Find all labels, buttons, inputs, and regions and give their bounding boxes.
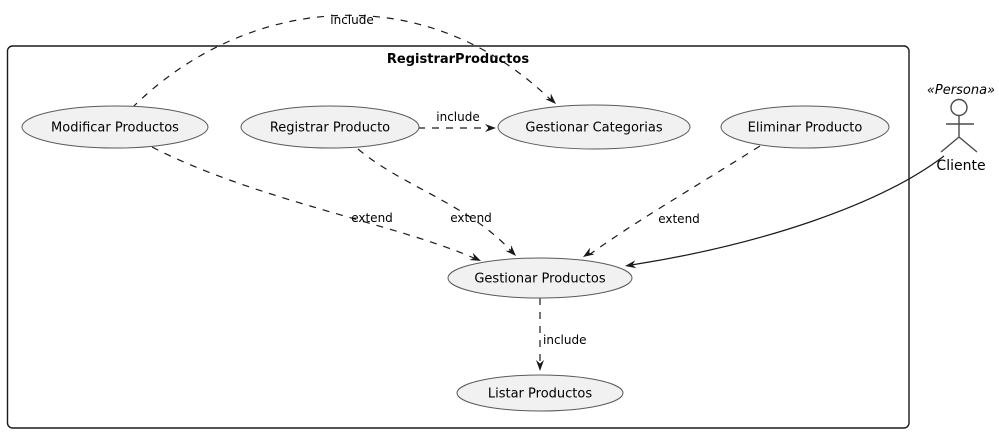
arrowhead-icon (625, 260, 637, 269)
edge-gestionar-include-listar: include (536, 298, 586, 371)
usecase-modificar-productos: Modificar Productos (21, 105, 209, 149)
actor-stereotype: «Persona» (927, 83, 995, 98)
edge-label-extend: extend (450, 211, 492, 225)
edge-modificar-extend-gestionar: extend (151, 146, 481, 261)
usecase-label: Modificar Productos (51, 121, 179, 136)
usecase-label: Gestionar Categorias (525, 121, 662, 136)
usecase-gestionar-productos: Gestionar Productos (447, 257, 633, 299)
edge-label-include: include (543, 333, 586, 347)
arrowhead-icon (485, 124, 496, 132)
usecase-eliminar-producto: Eliminar Producto (720, 105, 890, 149)
usecase-label: Listar Productos (488, 387, 592, 402)
actor-head (950, 98, 968, 117)
arrowhead-icon (469, 252, 481, 261)
arrowhead-icon (545, 93, 556, 104)
usecase-label: Eliminar Producto (748, 121, 863, 136)
edge-eliminar-extend-gestionar: extend (583, 145, 761, 257)
edge-label-extend: extend (351, 211, 393, 225)
actor-name: Cliente (936, 158, 985, 174)
usecase-label: Registrar Producto (270, 121, 390, 136)
edge-cliente-gestionar (625, 155, 945, 269)
actor-cliente: «Persona» Cliente (927, 83, 995, 174)
edge-label-include: include (436, 110, 479, 124)
system-boundary (6, 45, 910, 429)
actor-body (940, 116, 978, 153)
usecase-label: Gestionar Productos (474, 272, 606, 287)
edge-label-extend: extend (658, 212, 700, 226)
usecase-registrar-producto: Registrar Producto (240, 105, 420, 149)
arrowhead-icon (583, 247, 595, 257)
edge-registrar-extend-gestionar: extend (357, 148, 516, 256)
edge-modificar-include-categorias: include (131, 13, 556, 109)
usecase-listar-productos: Listar Productos (456, 374, 624, 412)
arrowhead-icon (505, 245, 516, 256)
arrowhead-icon (536, 360, 544, 371)
edge-label-include: include (330, 13, 373, 27)
edge-registrar-include-categorias: include (418, 110, 496, 132)
usecase-gestionar-categorias: Gestionar Categorias (497, 104, 691, 150)
